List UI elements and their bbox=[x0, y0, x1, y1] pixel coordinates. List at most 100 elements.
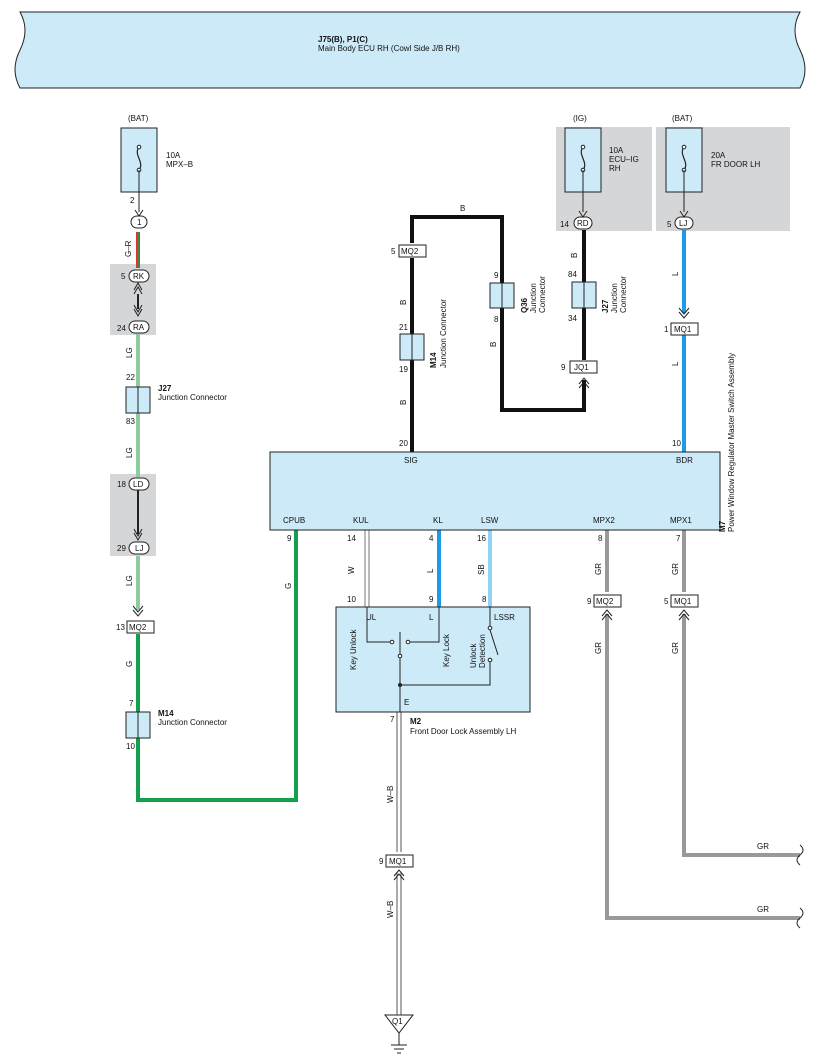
connector-chevron-icon bbox=[393, 869, 405, 881]
wire-label: W–B bbox=[386, 786, 395, 803]
lj-pin: 29 bbox=[117, 544, 126, 553]
m2-pin-num: 9 bbox=[429, 595, 434, 604]
connector-chevron-icon bbox=[133, 528, 143, 542]
wire-gr-mpx1-out bbox=[682, 614, 800, 857]
rk-pin: 5 bbox=[121, 272, 126, 281]
arrow-icon bbox=[134, 209, 144, 217]
ecu-box bbox=[14, 11, 806, 89]
m7-pin-num: 9 bbox=[287, 534, 292, 543]
fuse-supply: (BAT) bbox=[672, 114, 693, 123]
wire-g-bottom bbox=[136, 530, 298, 802]
j27-code: J27 bbox=[158, 384, 172, 393]
mq2-pin: 9 bbox=[587, 597, 592, 606]
wire-label: L bbox=[426, 568, 435, 573]
wire-label: W–B bbox=[386, 901, 395, 918]
connector-chevron-icon bbox=[678, 609, 690, 621]
ld-label: LD bbox=[133, 480, 143, 489]
m2-pin-label: UL bbox=[366, 613, 377, 622]
j27-pin-bottom: 83 bbox=[126, 417, 135, 426]
j27-name: Junction Connector bbox=[158, 393, 227, 402]
mq1-label: MQ1 bbox=[674, 597, 692, 606]
wire-label: GR bbox=[594, 563, 603, 575]
m7-pin-label: SIG bbox=[404, 456, 418, 465]
wire-label: LG bbox=[125, 575, 134, 586]
wire-label: B bbox=[489, 342, 498, 347]
wire-label: B bbox=[399, 400, 408, 405]
fuse-name: MPX–B bbox=[166, 160, 193, 169]
ra-label: RA bbox=[133, 323, 145, 332]
fuse-ecu-ig: (IG) 10A ECU–IG RH 14 RD bbox=[560, 114, 639, 230]
m2-pin-num: 10 bbox=[347, 595, 356, 604]
mq2-label: MQ2 bbox=[596, 597, 614, 606]
m14-pin-bottom: 10 bbox=[126, 742, 135, 751]
m14-pin-bottom: 19 bbox=[399, 365, 408, 374]
wire-b-q36 bbox=[500, 308, 586, 412]
lj-label: LJ bbox=[135, 544, 143, 553]
m14-pin-top: 7 bbox=[129, 699, 134, 708]
m7-pin-label: CPUB bbox=[283, 516, 305, 525]
m2-pin-num: 8 bbox=[482, 595, 487, 604]
wire-label: B bbox=[399, 300, 408, 305]
fuse-pin: 14 bbox=[560, 220, 569, 229]
q36-name-2: Connector bbox=[538, 276, 547, 313]
m2-pin-num: 7 bbox=[390, 715, 395, 724]
arrow-icon bbox=[679, 210, 689, 218]
m7-pin-label: KUL bbox=[353, 516, 369, 525]
mq1-pin: 1 bbox=[664, 325, 669, 334]
m2-door-lock: 10 9 8 UL L LSSR E Key Unlock Key Lock U… bbox=[335, 595, 531, 736]
fuse-name: FR DOOR LH bbox=[711, 160, 761, 169]
fuse-rating: 10A bbox=[609, 146, 624, 155]
ground-triangle-icon bbox=[383, 1014, 415, 1034]
ecu-code: J75(B), P1(C) bbox=[318, 35, 368, 44]
m7-pin-label: MPX2 bbox=[593, 516, 615, 525]
wire-break-icon bbox=[796, 907, 804, 929]
q36-pin-top: 9 bbox=[494, 271, 499, 280]
jq1-pin: 9 bbox=[561, 363, 566, 372]
mq1-pin: 9 bbox=[379, 857, 384, 866]
mq1-label: MQ1 bbox=[389, 857, 407, 866]
wire-label: W bbox=[347, 566, 356, 574]
wire-label: GR bbox=[671, 563, 680, 575]
fuse-pin: 5 bbox=[667, 220, 672, 229]
j27-name-1: Junction bbox=[610, 283, 619, 313]
fuse-supply: (IG) bbox=[573, 114, 587, 123]
m7-pin-num: 8 bbox=[598, 534, 603, 543]
wire-label: SB bbox=[477, 564, 486, 575]
center-circuit: B 5 MQ2 B 21 M14 Junction Connector 19 B… bbox=[391, 204, 628, 405]
q36-code: Q36 bbox=[520, 297, 529, 313]
fuse-fr-door-lh: (BAT) 20A FR DOOR LH 5 LJ bbox=[665, 114, 761, 230]
jq1-label: JQ1 bbox=[574, 363, 589, 372]
m2-pin-label: LSSR bbox=[494, 613, 515, 622]
j27-pin-bottom: 34 bbox=[568, 314, 577, 323]
mq1-label: MQ1 bbox=[674, 325, 692, 334]
fuse-conn: LJ bbox=[679, 219, 687, 228]
fuse-name-2: RH bbox=[609, 164, 621, 173]
m7-pin-num: 16 bbox=[477, 534, 486, 543]
m2-pin-label: L bbox=[429, 613, 434, 622]
q36-name-1: Junction bbox=[529, 283, 538, 313]
q36-pin-bottom: 8 bbox=[494, 315, 499, 324]
connector-chevron-icon bbox=[601, 609, 613, 621]
wire-label: G–R bbox=[124, 240, 133, 257]
wire-label: G bbox=[284, 583, 293, 589]
mpx-connectors: 9 MQ2 5 MQ1 GR GR GR GR bbox=[587, 594, 804, 929]
m2-code: M2 bbox=[410, 717, 422, 726]
ra-pin: 24 bbox=[117, 324, 126, 333]
m7-pin-label: MPX1 bbox=[670, 516, 692, 525]
connector-chevron-icon bbox=[132, 605, 144, 617]
wire-label: B bbox=[570, 253, 579, 258]
m2-switch-label: Detection bbox=[478, 634, 487, 668]
m7-pin-num: 10 bbox=[672, 439, 681, 448]
wire-label: B bbox=[460, 204, 465, 213]
wire-label: GR bbox=[757, 842, 769, 851]
wire-label: GR bbox=[671, 642, 680, 654]
left-circuit: G–R 5 RK 24 RA LG 22 J27 Junction Connec… bbox=[116, 240, 227, 751]
j27-pin-top: 22 bbox=[126, 373, 135, 382]
m2-pin-label: E bbox=[404, 698, 409, 707]
m7-pin-num: 20 bbox=[399, 439, 408, 448]
m14-name: Junction Connector bbox=[439, 299, 448, 368]
wire-label: G bbox=[125, 661, 134, 667]
mq2-pin: 5 bbox=[391, 247, 396, 256]
m7-name: Power Window Regulator Master Switch Ass… bbox=[727, 353, 736, 532]
mq2-label: MQ2 bbox=[129, 623, 147, 632]
